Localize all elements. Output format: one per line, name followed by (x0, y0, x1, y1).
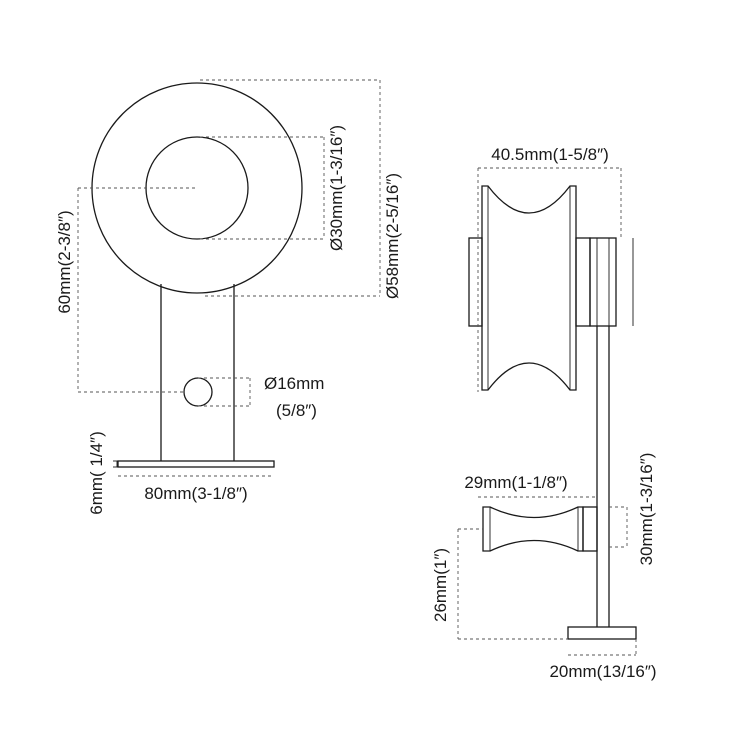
plate-thickness-label: 6mm( 1/4″) (87, 431, 106, 514)
roller-offset-label: 26mm(1″) (431, 548, 450, 622)
axle-spacer (575, 237, 591, 327)
hole-diameter-imperial-label: (5/8″) (276, 401, 317, 420)
side-view: 40.5mm(1-5/8″) 29mm(1-1/8″) 30mm(1-3/16″… (431, 145, 657, 681)
roller-height-label: 30mm(1-3/16″) (637, 453, 656, 566)
plate-width-label: 80mm(3-1/8″) (144, 484, 247, 503)
base-plate (117, 460, 275, 468)
height-label: 60mm(2-3/8″) (55, 210, 74, 313)
outer-diameter-label: Ø58mm(2-5/16″) (383, 173, 402, 299)
inner-diameter-label: Ø30mm(1-3/16″) (327, 125, 346, 251)
front-view: Ø58mm(2-5/16″) Ø30mm(1-3/16″) 60mm(2-3/8… (55, 79, 402, 515)
outer-wheel-circle (91, 82, 303, 294)
axle-hole (183, 377, 213, 407)
inner-bore-circle (145, 136, 249, 240)
roller-width-label: 29mm(1-1/8″) (464, 473, 567, 492)
wheel-width-label: 40.5mm(1-5/8″) (491, 145, 609, 164)
base-width-label: 20mm(13/16″) (549, 662, 656, 681)
grooved-wheel (481, 185, 577, 391)
bracket-head (589, 237, 617, 327)
hole-diameter-label: Ø16mm (264, 374, 324, 393)
guide-roller (482, 506, 584, 552)
roller-mount (582, 506, 598, 552)
left-axle-hub (468, 237, 483, 327)
side-base-plate (567, 626, 637, 640)
